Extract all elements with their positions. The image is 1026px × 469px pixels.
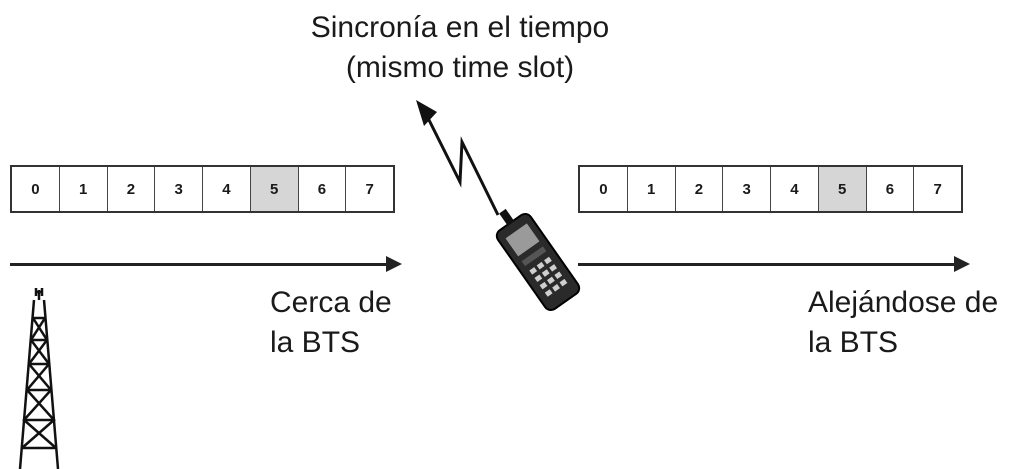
tdma-frame-far: 0 1 2 3 4 5 6 7 xyxy=(578,165,963,213)
time-slot-5-highlighted: 5 xyxy=(250,167,299,211)
time-slot-7: 7 xyxy=(346,167,393,211)
caption-line-1: Sincronía en el tiempo xyxy=(310,11,610,44)
time-slot-1: 1 xyxy=(59,167,108,211)
label-away-line-1: Alejándose de xyxy=(808,286,999,319)
antenna-tower-icon xyxy=(18,288,60,469)
label-near-line-2: la BTS xyxy=(270,326,361,359)
time-slot-7: 7 xyxy=(914,167,961,211)
time-slot-2: 2 xyxy=(107,167,156,211)
time-slot-6: 6 xyxy=(866,167,915,211)
time-slot-1: 1 xyxy=(627,167,676,211)
time-slot-0: 0 xyxy=(12,167,60,211)
time-slot-5-highlighted: 5 xyxy=(818,167,867,211)
label-away-bts: Alejándose de la BTS xyxy=(808,283,998,363)
tdma-frame-near: 0 1 2 3 4 5 6 7 xyxy=(10,165,395,213)
time-slot-4: 4 xyxy=(203,167,251,211)
time-slot-2: 2 xyxy=(675,167,724,211)
label-near-bts: Cerca de la BTS xyxy=(270,283,392,363)
time-arrow-far xyxy=(578,256,970,272)
time-arrow-near xyxy=(10,256,402,272)
time-slot-0: 0 xyxy=(580,167,628,211)
label-near-line-1: Cerca de xyxy=(270,286,392,319)
mobile-phone-icon xyxy=(495,208,581,312)
time-slot-4: 4 xyxy=(771,167,819,211)
time-slot-3: 3 xyxy=(155,167,203,211)
caption-line-2: (mismo time slot) xyxy=(345,51,575,84)
time-slot-3: 3 xyxy=(723,167,771,211)
sync-caption: Sincronía en el tiempo (mismo time slot) xyxy=(200,8,720,88)
label-away-line-2: la BTS xyxy=(808,326,899,359)
time-slot-6: 6 xyxy=(298,167,347,211)
radio-signal-icon xyxy=(416,100,500,216)
